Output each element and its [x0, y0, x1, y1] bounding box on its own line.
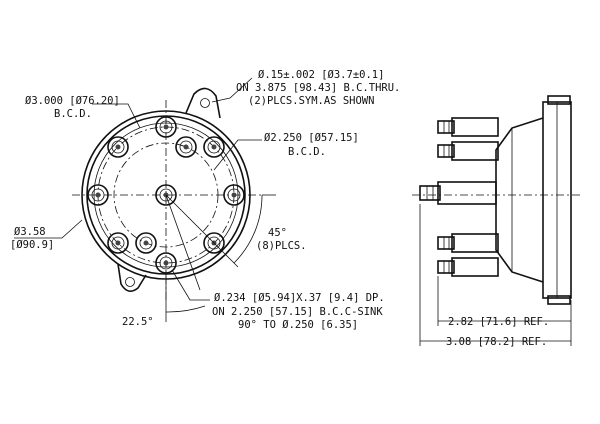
holes-leader — [171, 269, 210, 301]
small-hole-callout-2: ON 3.875 [98.43] B.C.THRU. — [236, 82, 400, 94]
radial-45-line — [165, 194, 239, 268]
diameter-leader — [14, 219, 83, 239]
front-view — [72, 87, 262, 300]
holes-callout-1: Ø.234 [Ø5.94]X.37 [9.4] DP. — [214, 292, 385, 304]
bc-inner-label-1: Ø2.250 [Ø57.15] — [264, 132, 359, 144]
angle-22-arc — [165, 305, 206, 313]
angle-plcs-label: (8)PLCS. — [256, 240, 307, 252]
side-terminal-posts — [419, 117, 499, 277]
ref-length-label-2: 3.08 [78.2] REF. — [446, 336, 547, 348]
small-hole-leader — [211, 77, 253, 103]
radial-22-line — [165, 194, 201, 291]
front-view-dimensions — [14, 77, 276, 322]
bottom-ear-hole — [125, 277, 135, 287]
top-ear — [185, 87, 221, 119]
angle-22-label: 22.5° — [122, 316, 154, 328]
inner-bosses — [135, 136, 197, 254]
holes-callout-3: 90° TO Ø.250 [6.35] — [238, 319, 358, 331]
holes-callout-2: ON 2.250 [57.15] B.C.C-SINK — [212, 306, 383, 318]
annotation-text: Ø.15±.002 [Ø3.7±0.1] ON 3.875 [98.43] B.… — [10, 69, 549, 348]
bc-inner-leader — [213, 139, 262, 171]
bc-outer-leader — [92, 103, 141, 129]
bc-outer-label-1: Ø3.000 [Ø76.20] — [25, 95, 120, 107]
bottom-ear — [117, 263, 147, 292]
angle-45-label: 45° — [268, 227, 287, 239]
small-hole-callout-1: Ø.15±.002 [Ø3.7±0.1] — [258, 69, 384, 81]
terminal-bosses — [87, 116, 245, 274]
diameter-label-1: Ø3.58 — [14, 226, 46, 238]
bc-inner-label-2: B.C.D. — [288, 146, 326, 158]
angle-45-arc — [233, 194, 263, 264]
ref-length-label-1: 2.82 [71.6] REF. — [448, 316, 549, 328]
diameter-label-2: [Ø90.9] — [10, 239, 54, 251]
side-view-dimensions — [419, 204, 572, 346]
bc-outer-label-2: B.C.D. — [54, 108, 92, 120]
side-body — [495, 117, 544, 283]
small-hole-callout-3: (2)PLCS.SYM.AS SHOWN — [248, 95, 374, 107]
side-view — [412, 95, 582, 305]
top-ear-hole — [200, 98, 210, 108]
